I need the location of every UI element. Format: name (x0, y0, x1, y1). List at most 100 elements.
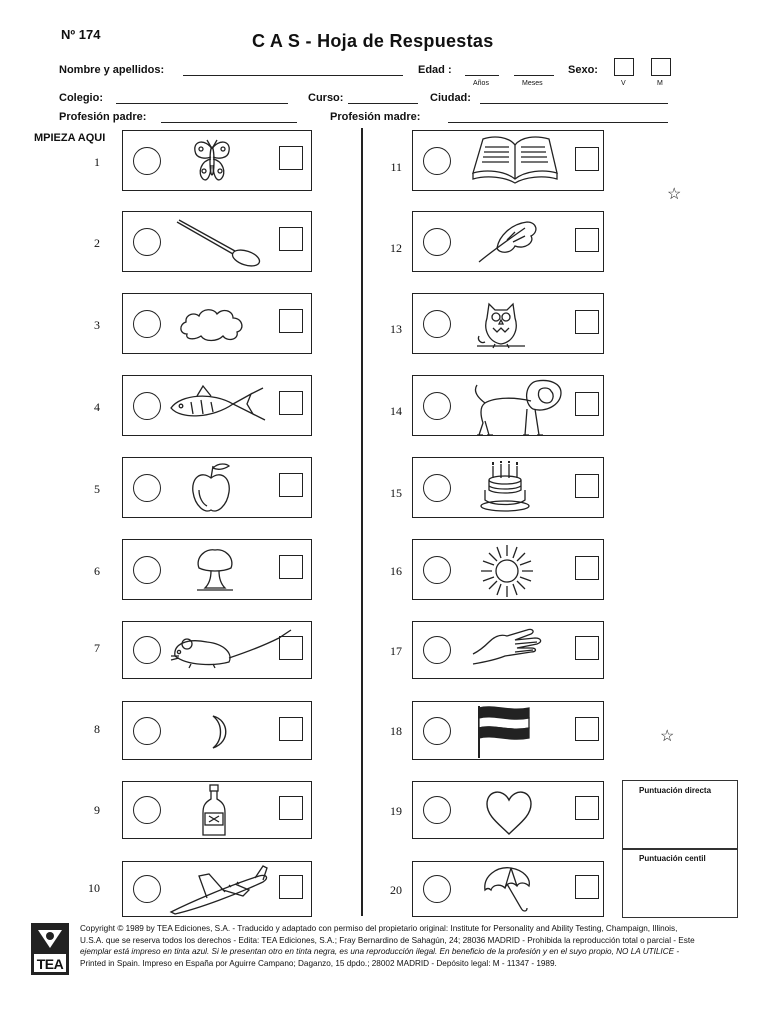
leaf-icon (478, 221, 537, 263)
item-number: 1 (94, 155, 100, 169)
item-number: 14 (390, 404, 402, 418)
answer-row (412, 701, 604, 760)
item-number: 9 (94, 803, 100, 817)
tea-logo-text: TEA (36, 956, 64, 972)
umbrella-icon (484, 867, 530, 912)
answer-square[interactable] (575, 228, 599, 252)
centile-score-box[interactable]: Puntuación centil (622, 848, 738, 918)
answer-circle[interactable] (133, 717, 161, 745)
answer-circle[interactable] (423, 392, 451, 420)
answer-row (122, 211, 312, 272)
answer-square[interactable] (279, 717, 303, 741)
answer-square[interactable] (575, 147, 599, 171)
answer-square[interactable] (279, 227, 303, 251)
hand-icon (472, 628, 542, 665)
item-number: 18 (390, 724, 402, 738)
sun-icon (481, 545, 533, 597)
years-label: Años (473, 80, 489, 87)
item-number: 16 (390, 564, 402, 578)
item-number: 13 (390, 322, 402, 336)
answer-square[interactable] (575, 796, 599, 820)
school-label: Colegio: (59, 92, 103, 104)
answer-square[interactable] (279, 309, 303, 333)
item-number: 6 (94, 564, 100, 578)
answer-row (122, 861, 312, 917)
answer-square[interactable] (575, 717, 599, 741)
school-field[interactable] (116, 103, 288, 104)
moon-icon (212, 715, 227, 749)
answer-circle[interactable] (423, 717, 451, 745)
answer-circle[interactable] (423, 556, 451, 584)
start-label: MPIEZA AQUI (34, 132, 106, 144)
centile-score-label: Puntuación centil (639, 854, 706, 863)
answer-square[interactable] (575, 636, 599, 660)
mother-profession-field[interactable] (448, 122, 668, 123)
answer-square[interactable] (575, 556, 599, 580)
item-number: 11 (390, 160, 402, 174)
name-field[interactable] (183, 75, 403, 76)
sex-m-label: M (657, 80, 663, 87)
answer-square[interactable] (279, 875, 303, 899)
direct-score-box[interactable]: Puntuación directa (622, 780, 738, 850)
answer-square[interactable] (575, 474, 599, 498)
father-profession-field[interactable] (161, 122, 297, 123)
course-label: Curso: (308, 92, 344, 104)
father-profession-label: Profesión padre: (59, 111, 147, 123)
city-label: Ciudad: (430, 92, 471, 104)
footer-line: Printed in Spain. Impreso en España por … (80, 958, 557, 968)
answer-circle[interactable] (133, 228, 161, 256)
answer-circle[interactable] (423, 310, 451, 338)
answer-row (412, 457, 604, 518)
sex-m-checkbox[interactable] (651, 58, 671, 76)
answer-square[interactable] (575, 310, 599, 334)
answer-square[interactable] (279, 146, 303, 170)
answer-circle[interactable] (423, 636, 451, 664)
answer-circle[interactable] (133, 474, 161, 502)
cloud-icon (180, 309, 243, 342)
answer-row (412, 130, 604, 191)
page-title: C A S - Hoja de Respuestas (252, 31, 494, 51)
footer-line: Copyright © 1989 by TEA Ediciones, S.A. … (80, 924, 678, 933)
answer-circle[interactable] (423, 875, 451, 903)
footer-line: U.S.A. que se reserva todos los derechos… (80, 935, 695, 945)
answer-square[interactable] (279, 796, 303, 820)
tea-logo (31, 923, 69, 975)
answer-row (412, 621, 604, 679)
answer-circle[interactable] (133, 875, 161, 903)
item-number: 17 (390, 644, 402, 658)
item-number: 12 (390, 241, 402, 255)
age-months-field[interactable] (514, 75, 554, 76)
course-field[interactable] (348, 103, 418, 104)
answer-row (412, 539, 604, 600)
airplane-icon (169, 865, 268, 915)
answer-circle[interactable] (133, 310, 161, 338)
answer-square[interactable] (279, 473, 303, 497)
answer-square[interactable] (575, 392, 599, 416)
answer-circle[interactable] (423, 147, 451, 175)
answer-row (412, 293, 604, 354)
item-number: 19 (390, 804, 402, 818)
answer-square[interactable] (279, 555, 303, 579)
answer-circle[interactable] (133, 392, 161, 420)
answer-row (122, 621, 312, 679)
answer-row (412, 211, 604, 272)
sex-v-checkbox[interactable] (614, 58, 634, 76)
answer-circle[interactable] (423, 474, 451, 502)
item-number: 15 (390, 486, 402, 500)
item-number: 3 (94, 318, 100, 332)
answer-circle[interactable] (423, 796, 451, 824)
answer-square[interactable] (279, 391, 303, 415)
age-years-field[interactable] (465, 75, 499, 76)
answer-circle[interactable] (133, 796, 161, 824)
answer-row (122, 375, 312, 436)
bottle-icon (202, 784, 226, 836)
answer-circle[interactable] (423, 228, 451, 256)
answer-square[interactable] (575, 875, 599, 899)
answer-square[interactable] (279, 636, 303, 660)
answer-circle[interactable] (133, 636, 161, 664)
city-field[interactable] (480, 103, 668, 104)
answer-circle[interactable] (133, 147, 161, 175)
answer-row (412, 375, 604, 436)
answer-circle[interactable] (133, 556, 161, 584)
answer-row (122, 701, 312, 760)
